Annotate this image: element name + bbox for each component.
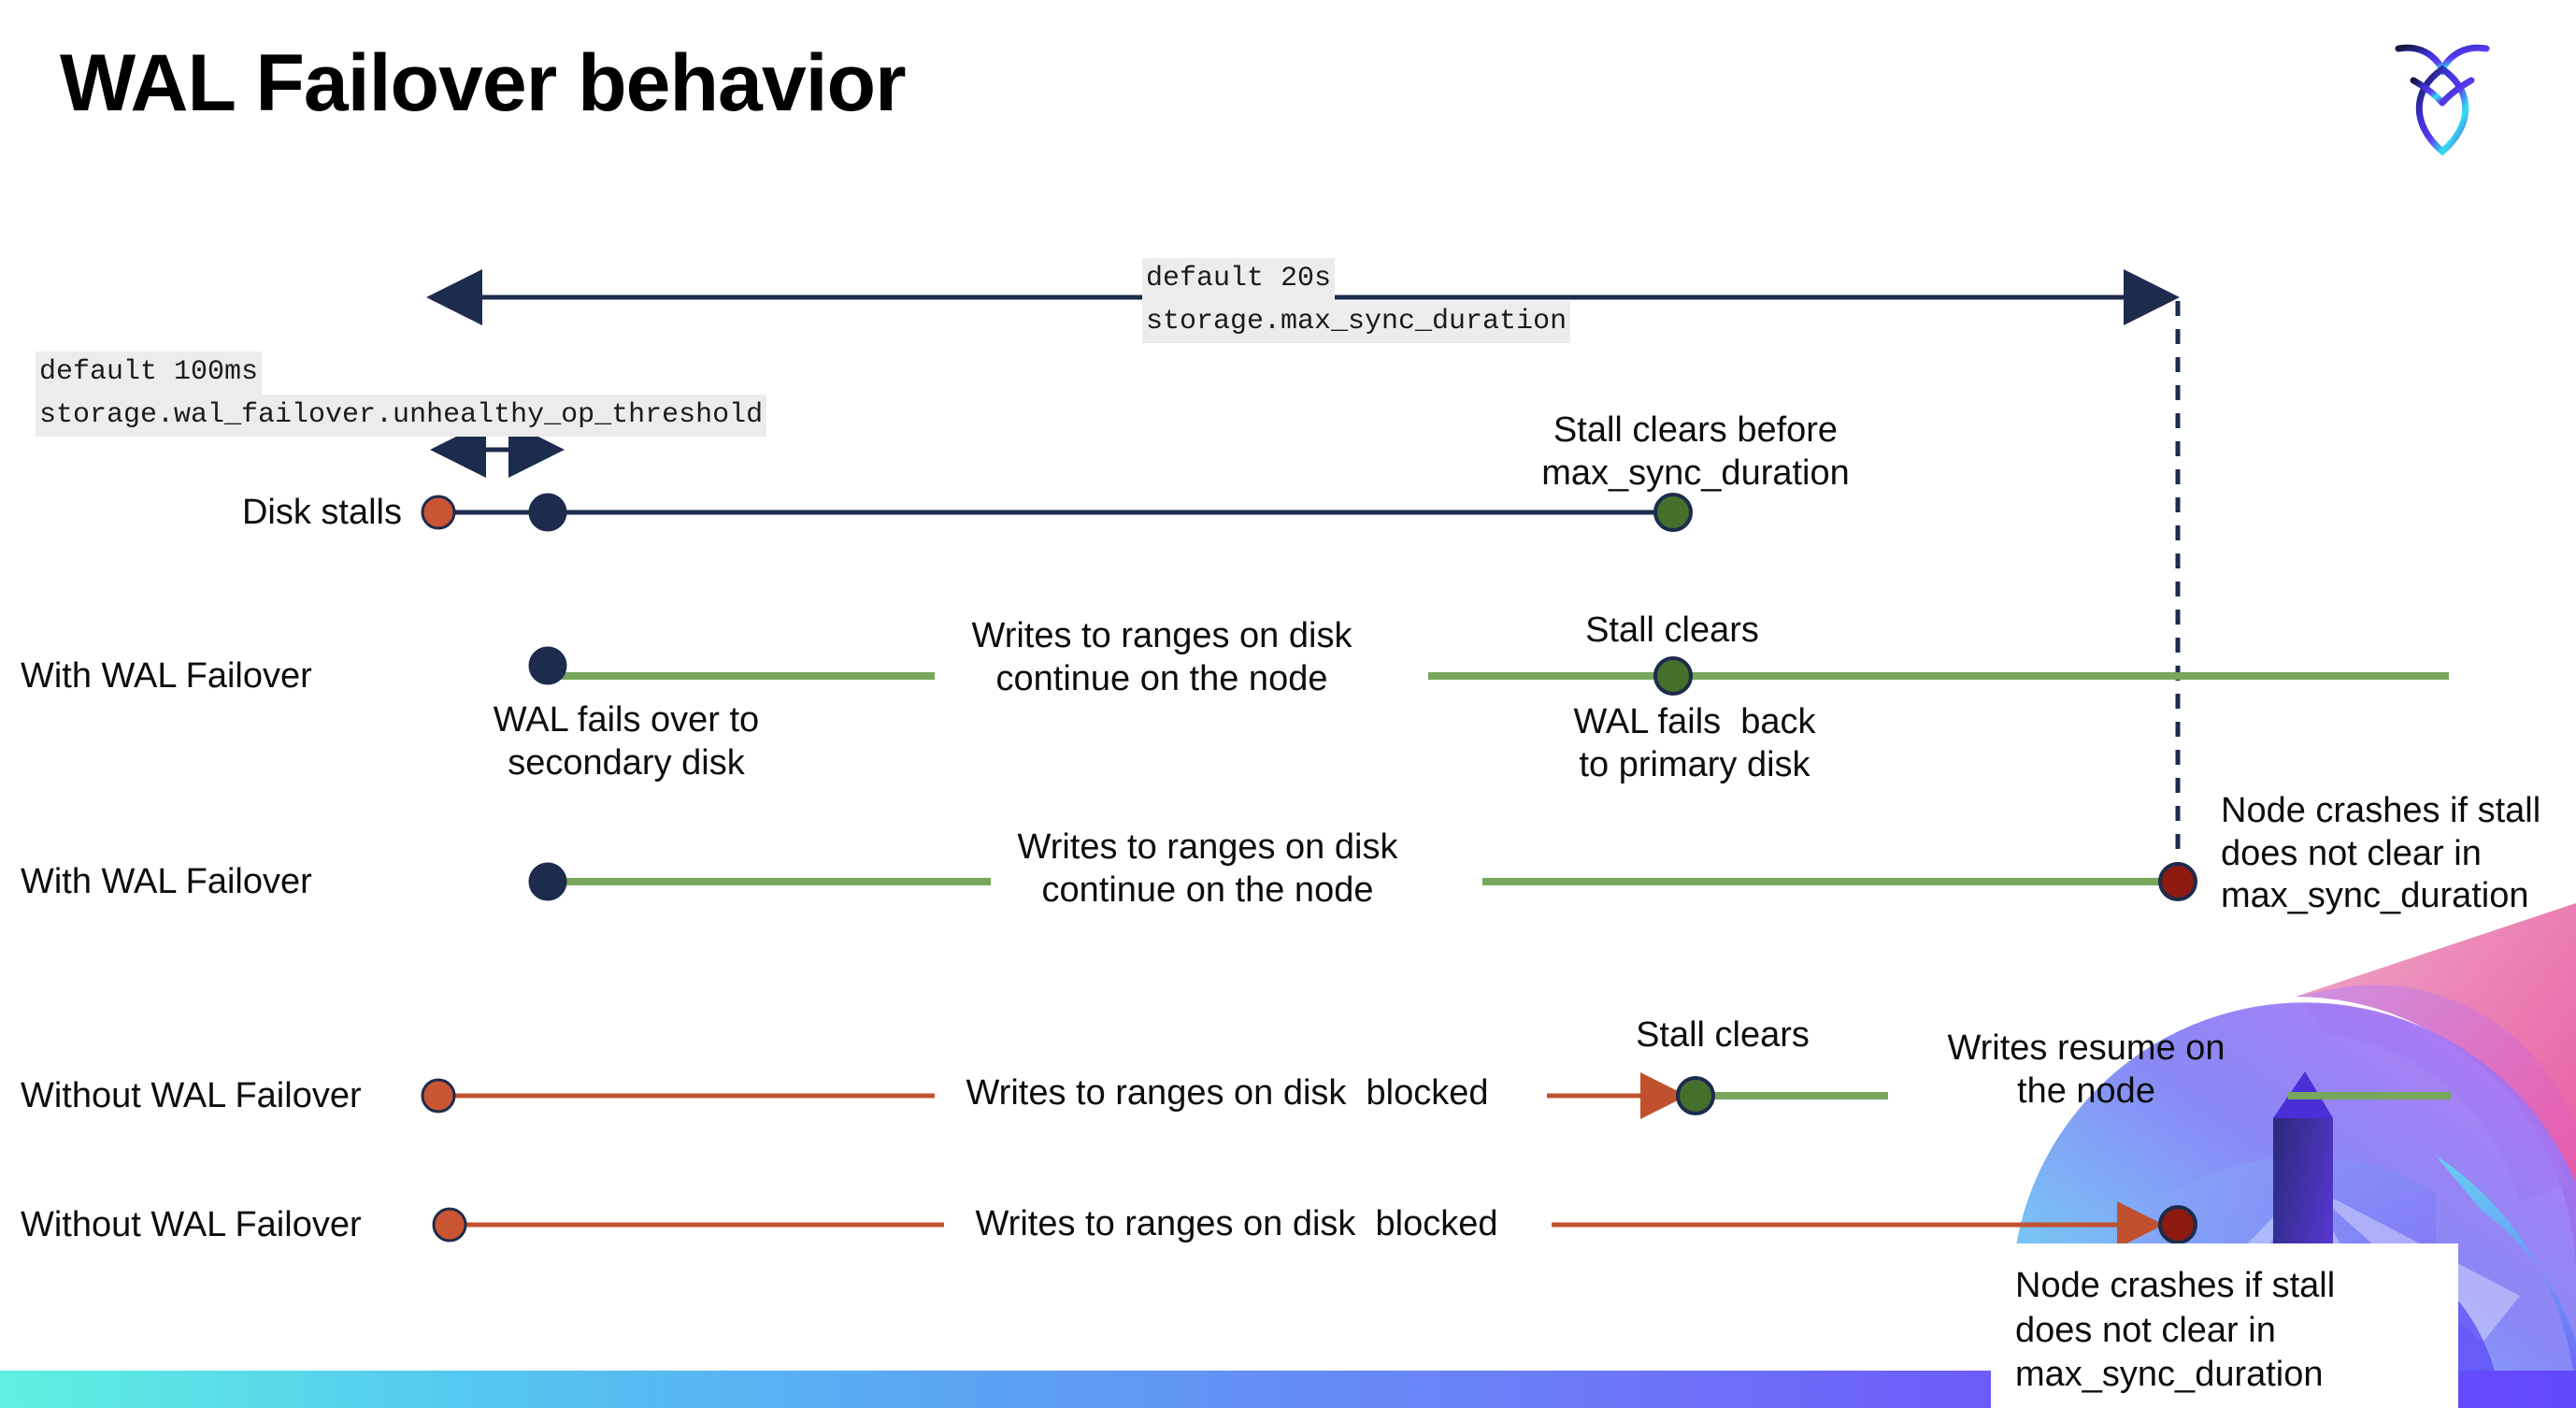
stall-clear-marker (1653, 656, 1693, 696)
stall-start-marker (432, 1207, 467, 1243)
failover-marker (528, 493, 567, 532)
annotation-unhealthy-op-threshold: default 100ms storage.wal_failover.unhea… (36, 352, 767, 437)
caption-wal-fails-back: WAL fails back to primary disk (1573, 702, 1816, 784)
stall-start-marker (421, 1078, 456, 1113)
caption-writes-continue-2: Writes to ranges on disk continue on the… (1017, 827, 1398, 910)
cockroachdb-logo (2391, 28, 2494, 159)
annotation-max-sync-default: default 20s (1142, 258, 1336, 301)
annotation-max-sync-setting: storage.max_sync_duration (1142, 300, 1571, 343)
row-without-failover-recovers-track (421, 1072, 2451, 1119)
caption-stall-clears-1: Stall clears (1585, 611, 1759, 650)
annotation-max-sync-duration: default 20s storage.max_sync_duration (1142, 258, 1571, 343)
stall-start-marker (421, 495, 456, 530)
row-label-with-wal-failover-2: With WAL Failover (21, 862, 312, 901)
annotation-unhealthy-setting: storage.wal_failover.unhealthy_op_thresh… (36, 394, 767, 437)
row-label-without-wal-failover-2: Without WAL Failover (21, 1205, 362, 1244)
row-label-with-wal-failover-1: With WAL Failover (21, 656, 312, 696)
stall-clear-marker (1653, 493, 1693, 532)
caption-node-crashes-1: Node crashes if stall does not clear in … (2221, 791, 2541, 916)
row-label-disk-stalls: Disk stalls (241, 493, 402, 532)
node-crash-marker (2158, 862, 2197, 901)
row-without-failover-crashes-track (432, 1201, 2197, 1248)
caption-writes-continue-1: Writes to ranges on disk continue on the… (971, 616, 1352, 698)
failover-marker (528, 862, 567, 901)
row-with-failover-crashes-track (528, 862, 2197, 901)
row-label-without-wal-failover-1: Without WAL Failover (21, 1076, 362, 1115)
caption-writes-resume: Writes resume on the node (1947, 1028, 2225, 1111)
row-with-failover-recovers-track (528, 646, 2449, 696)
page-title: WAL Failover behavior (60, 38, 907, 128)
caption-writes-blocked-2: Writes to ranges on disk blocked (975, 1204, 1498, 1243)
failover-marker (528, 646, 567, 685)
node-crash-marker (2158, 1205, 2197, 1244)
caption-wal-fails-over: WAL fails over to secondary disk (493, 700, 760, 783)
row-disk-stalls-track (421, 493, 1693, 532)
callout-node-crashes-2: Node crashes if stall does not clear in … (1991, 1243, 2458, 1408)
stall-clear-marker (1676, 1076, 1715, 1115)
caption-writes-blocked-1: Writes to ranges on disk blocked (966, 1073, 1489, 1113)
caption-stall-clears-before-max-sync: Stall clears before max_sync_duration (1541, 410, 1850, 493)
caption-stall-clears-2: Stall clears (1636, 1015, 1810, 1055)
annotation-unhealthy-default: default 100ms (36, 352, 263, 395)
